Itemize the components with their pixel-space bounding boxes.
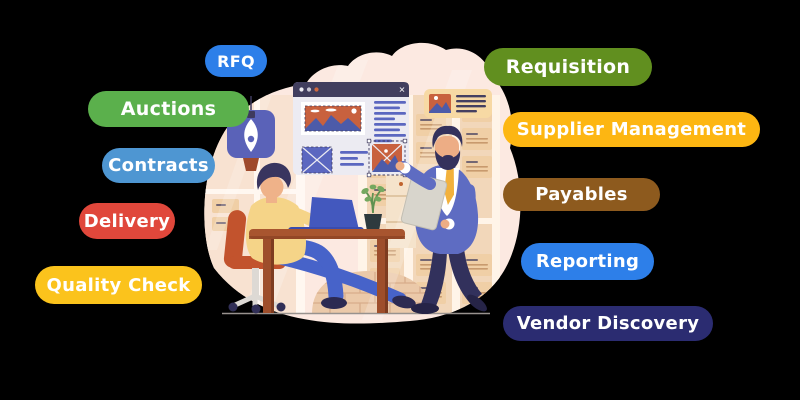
browser-window: ✕ <box>293 82 409 178</box>
badge-payables: Payables <box>503 178 660 211</box>
selected-image-box <box>366 138 408 178</box>
id-card <box>424 89 492 118</box>
potted-plant <box>361 184 385 231</box>
badge-requisition: Requisition <box>484 48 652 86</box>
badge-quality-check: Quality Check <box>35 266 202 304</box>
badge-supplier-management: Supplier Management <box>503 112 760 147</box>
badge-vendor-discovery: Vendor Discovery <box>503 306 713 341</box>
badge-contracts: Contracts <box>102 148 215 183</box>
traffic-light-dots <box>299 87 319 92</box>
desk <box>249 229 405 313</box>
pen-tool-icon <box>244 119 258 152</box>
badge-reporting: Reporting <box>521 243 654 280</box>
badge-delivery: Delivery <box>79 203 175 239</box>
browser-close-icon: ✕ <box>399 86 406 95</box>
badge-auctions: Auctions <box>88 91 249 127</box>
badge-rfq: RFQ <box>205 45 267 77</box>
standing-person <box>395 125 487 314</box>
image-placeholder <box>301 102 365 135</box>
wireframe-box-icon <box>301 146 333 174</box>
